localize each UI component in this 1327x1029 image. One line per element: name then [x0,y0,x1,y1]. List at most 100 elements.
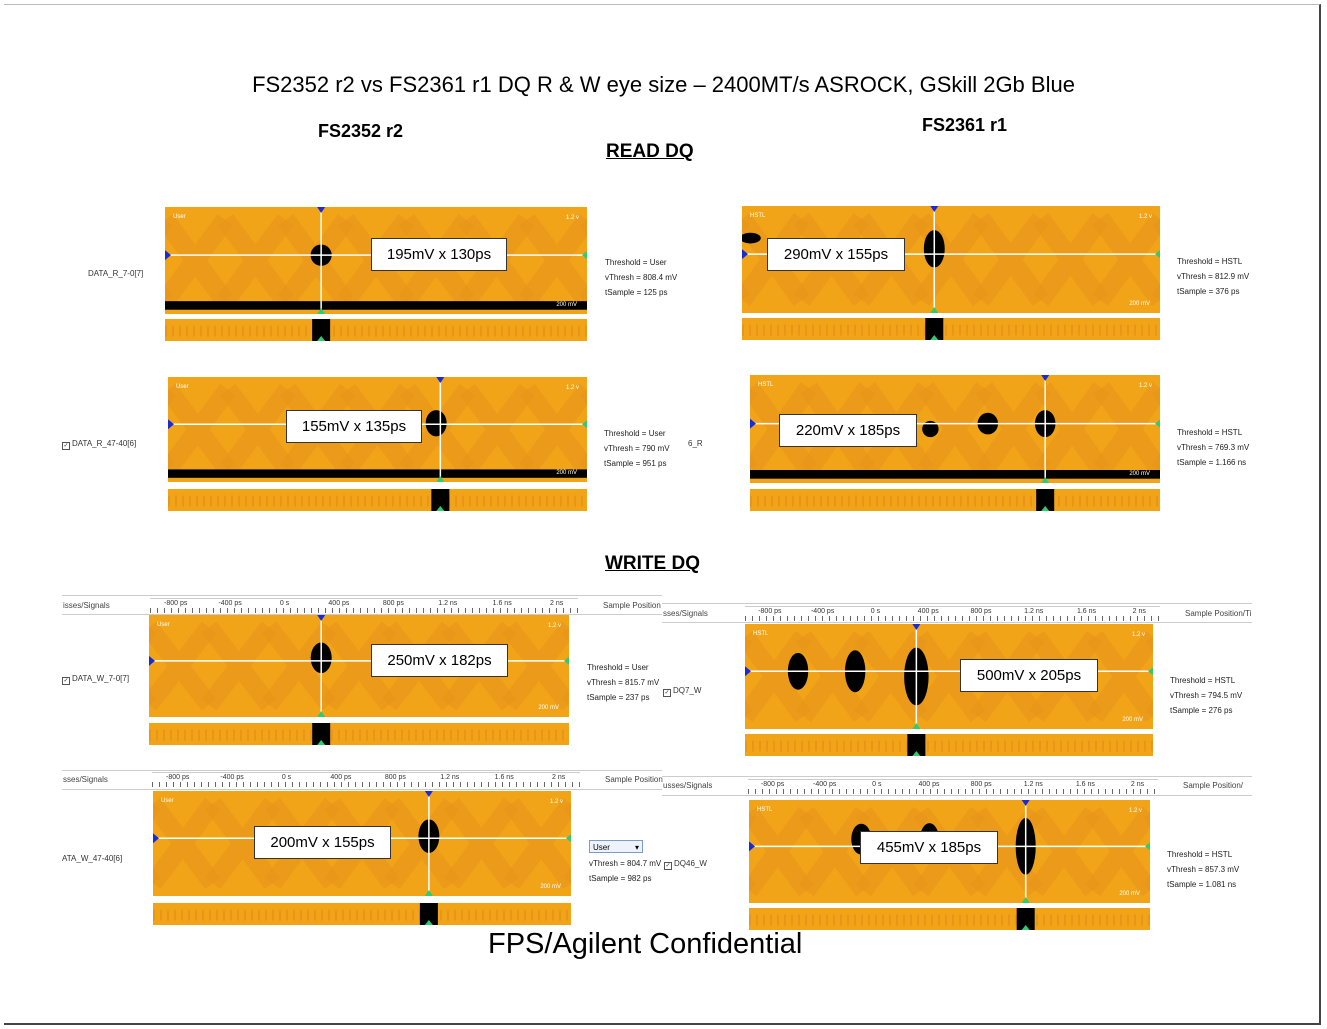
eye-scan-strip [745,734,1153,756]
mode-label: User [176,384,189,390]
threshold-mode-dropdown[interactable]: User [589,840,643,854]
eye-size-callout: 200mV x 155ps [254,826,391,859]
ruler-tick-label: 1.2 ns [440,774,460,781]
bottom-voltage-label: 200 mV [1119,891,1140,897]
mode-label: HSTL [753,631,769,637]
ruler-tick-label: 0 s [872,781,882,788]
mode-label: User [157,622,170,628]
top-voltage-label: 1.2 v [1129,808,1142,814]
ruler-tick-label: 400 ps [330,774,352,781]
ruler-tick-label: 2 ns [551,774,566,781]
write-dq-heading: WRITE DQ [605,553,700,574]
eye-scan-strip [742,318,1160,340]
ruler-tick-label: 1.2 ns [438,600,458,607]
ruler-tick-label: 800 ps [384,774,406,781]
top-voltage-label: 1.2 v [1139,214,1152,220]
top-voltage-label: 1.2 v [566,385,579,391]
ruler-tick-label: 2 ns [1132,608,1146,615]
bottom-voltage-label: 200 mV [1129,301,1150,307]
mode-label: HSTL [750,213,766,219]
ruler-tick-label: -800 ps [760,781,785,788]
signal-checkbox[interactable]: ✓ [62,677,70,685]
bottom-voltage-label: 200 mV [540,884,561,890]
ruler-tick-label: 400 ps [328,600,350,607]
top-voltage-label: 1.2 v [548,623,561,629]
eye-scan-strip [149,723,569,745]
ruler-tick-label: 1.6 ns [494,774,514,781]
signal-checkbox[interactable]: ✓ [62,442,70,450]
ruler-tick-label: 1.2 ns [1024,608,1044,615]
ruler-tick-label: 1.6 ns [492,600,512,607]
left-chip-heading: FS2352 r2 [318,121,404,141]
signal-label: DATA_R_7-0[7] [88,269,144,278]
signals-column-header: sses/Signals [63,775,108,784]
sample-position-header: Sample Position [605,775,663,784]
ruler-tick-label: 2 ns [549,600,564,607]
eye-scan-strip [153,903,571,925]
bottom-voltage-label: 200 mV [556,470,577,476]
bottom-voltage-label: 200 mV [556,302,577,308]
top-voltage-label: 1.2 v [566,215,579,221]
signals-column-header: usses/Signals [663,781,713,790]
mode-label: User [161,798,174,804]
signal-checkbox[interactable]: ✓ [663,689,671,697]
ruler-tick-label: 2 ns [1130,781,1145,788]
eye-scan-strip [750,489,1160,511]
read-dq-heading: READ DQ [606,141,694,162]
eye-scan-strip [168,489,587,511]
bottom-voltage-label: 200 mV [1122,717,1143,723]
confidential-footer: FPS/Agilent Confidential [488,928,803,960]
top-voltage-label: 1.2 v [550,799,563,805]
top-voltage-label: 1.2 v [1132,632,1145,638]
bottom-voltage-label: 200 mV [1129,471,1150,477]
eye-diagram[interactable]: HSTL 1.2 v 200 mV [742,206,1160,313]
eye-scan-strip [165,319,587,341]
eye-size-callout: 220mV x 185ps [779,414,917,447]
eye-size-callout: 455mV x 185ps [860,831,998,864]
signal-checkbox[interactable]: ✓ [664,862,672,870]
ruler-tick-label: 800 ps [382,600,404,607]
signal-label: ✓DQ46_W [664,859,707,870]
ruler-tick-label: -800 ps [758,608,782,615]
mode-label: HSTL [758,382,774,388]
eye-diagram[interactable]: User 1.2 v 200 mV [168,377,587,482]
ruler-tick-label: -400 ps [810,608,835,615]
sample-position-header: Sample Position/ [1183,781,1244,790]
right-chip-heading: FS2361 r1 [922,115,1008,135]
signal-label: ✓DATA_R_47-40[6] [62,439,137,450]
ruler-tick-label: 1.6 ns [1076,608,1097,615]
ruler-tick-label: -400 ps [218,600,242,607]
eye-size-callout: 290mV x 155ps [767,238,905,271]
eye-size-callout: 250mV x 182ps [371,644,508,677]
ruler-tick-label: -800 ps [163,600,188,607]
ruler-tick-label: 1.2 ns [1023,781,1043,788]
ruler-tick-label: -400 ps [220,774,244,781]
ruler-tick-label: 0 s [870,608,881,615]
eye-diagram[interactable]: User 1.2 v 200 mV [153,791,571,896]
ruler-tick-label: -800 ps [165,774,190,781]
ruler-tick-label: 1.6 ns [1075,781,1095,788]
signals-column-header: isses/Signals [63,601,110,610]
eye-size-callout: 195mV x 130ps [371,238,507,271]
ruler-tick-label: 400 ps [917,608,939,615]
top-voltage-label: 1.2 v [1139,383,1152,389]
signal-label: ✓DQ7_W [663,686,702,697]
signals-column-header: sses/Signals [663,609,708,618]
page-title: FS2352 r2 vs FS2361 r1 DQ R & W eye size… [252,72,1075,97]
ruler-tick-label: 800 ps [970,608,992,615]
signal-label: ATA_W_47-40[6] [62,854,123,863]
signal-label: ✓DATA_W_7-0[7] [62,674,130,685]
sample-position-header: Sample Position/Ti [1185,609,1252,618]
ruler-tick-label: -400 ps [813,781,837,788]
sample-position-header: Sample Position [603,601,661,610]
eye-scan-strip [749,908,1150,930]
